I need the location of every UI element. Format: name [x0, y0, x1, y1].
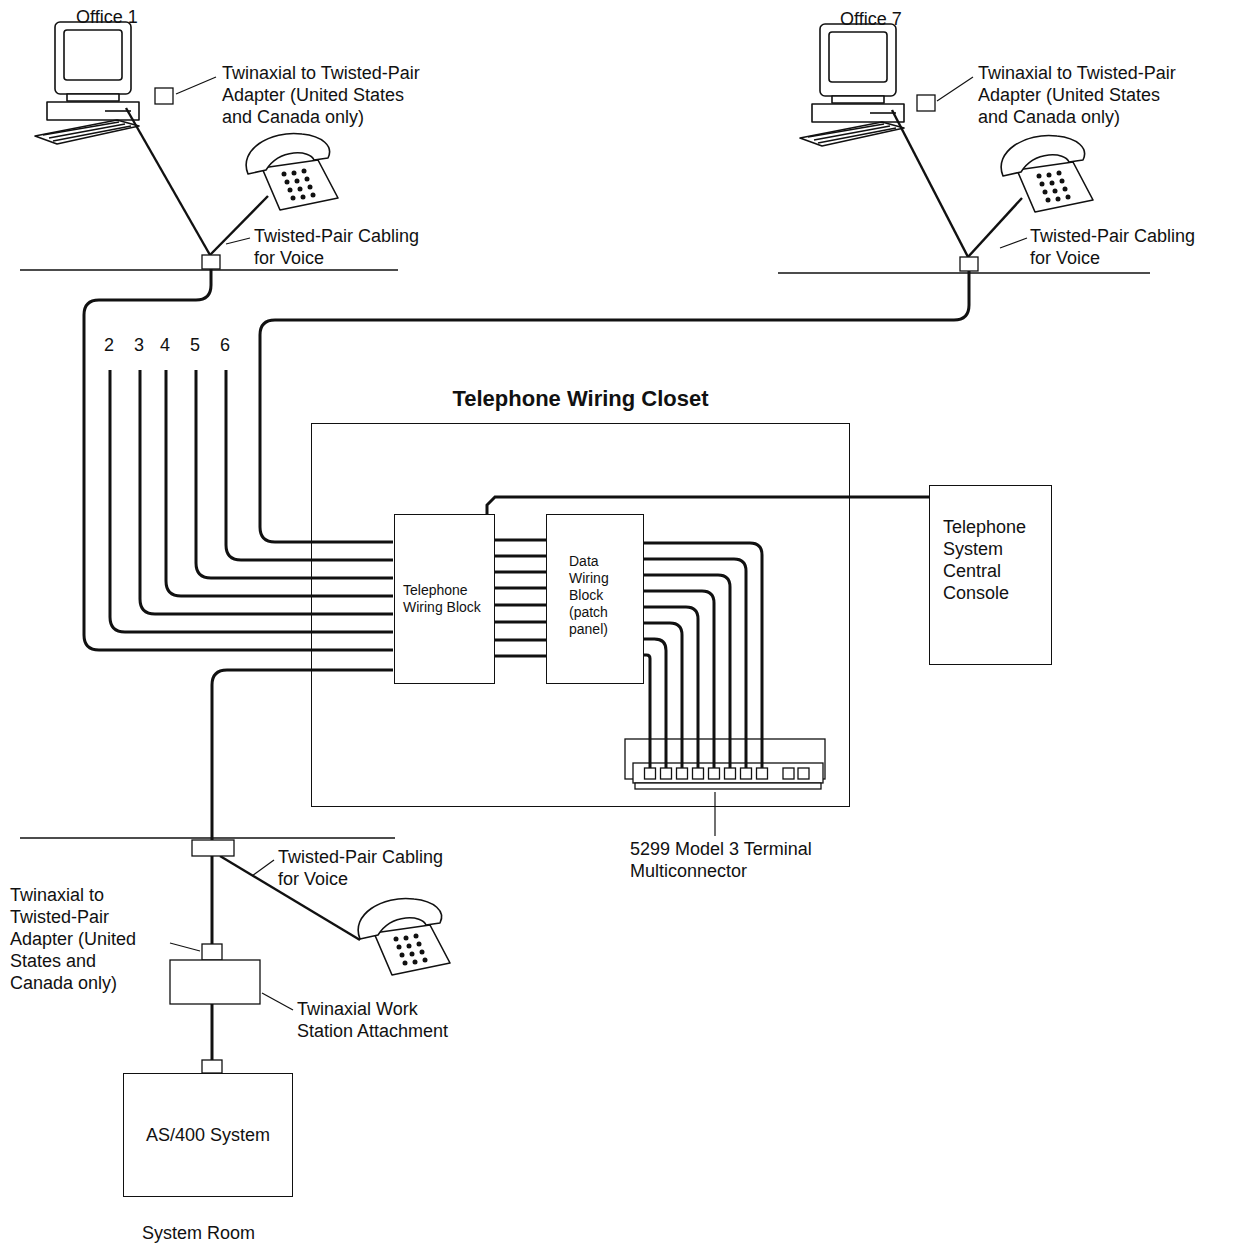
workstation-attachment	[170, 960, 260, 1004]
callout-label: Twinaxial to Twisted-Pair Adapter (Unite…	[10, 884, 145, 994]
multiconnector-ports	[645, 768, 768, 779]
callout-label: Twisted-Pair Cabling for Voice	[1030, 225, 1210, 269]
telephone-wiring-block: Telephone Wiring Block	[394, 514, 495, 684]
callout-number: 2	[104, 334, 124, 356]
patch-cable	[643, 559, 746, 768]
callout-label: 5299 Model 3 Terminal Multiconnector	[630, 838, 870, 882]
port	[757, 768, 768, 779]
port	[661, 768, 672, 779]
callout-number: 4	[160, 334, 180, 356]
patch-cable	[643, 639, 666, 768]
node-text: AS/400 System	[132, 1124, 284, 1146]
patch-cable	[643, 575, 730, 768]
callout-label: System Room	[142, 1222, 282, 1244]
connector-box	[170, 840, 260, 1073]
telephone	[246, 133, 338, 210]
node-body: Telephone Wiring Block	[395, 515, 494, 683]
port	[725, 768, 736, 779]
data-wiring-block: Data Wiring Block (patch panel)	[546, 514, 644, 684]
callout-label: Twinaxial to Twisted-Pair Adapter (Unite…	[222, 62, 436, 128]
telephone	[358, 898, 450, 975]
wire	[495, 539, 546, 542]
wire	[495, 639, 546, 642]
wire	[487, 497, 929, 514]
callout-label: Twisted-Pair Cabling for Voice	[254, 225, 434, 269]
wire	[495, 587, 546, 590]
callout-label: Twinaxial to Twisted-Pair Adapter (Unite…	[978, 62, 1192, 128]
callout-label: Twinaxial Work Station Attachment	[297, 998, 477, 1042]
node-text: Data Wiring Block (patch panel)	[569, 553, 623, 638]
callout-number: 5	[190, 334, 210, 356]
callout-number: 3	[134, 334, 154, 356]
patch-cable	[643, 591, 714, 768]
port	[693, 768, 704, 779]
telephone	[1001, 135, 1093, 212]
port	[677, 768, 688, 779]
computer	[800, 24, 904, 146]
node-text: Telephone Wiring Block	[403, 582, 486, 616]
wire	[495, 655, 546, 658]
node-body: Data Wiring Block (patch panel)	[547, 515, 643, 683]
port	[709, 768, 720, 779]
callout-label: Office 7	[840, 8, 960, 30]
patch-cable	[643, 543, 762, 768]
wire	[495, 621, 546, 624]
node-body: Telephone System Central Console	[930, 486, 1051, 664]
port	[741, 768, 752, 779]
patch-cable	[643, 623, 682, 768]
wiring-closet: Telephone Wiring ClosetTelephone Wiring …	[311, 423, 850, 807]
system-box: AS/400 System	[123, 1073, 293, 1197]
cord	[126, 108, 1022, 940]
leader-line	[170, 77, 1027, 1010]
cable	[84, 269, 969, 1060]
closet-heading: Telephone Wiring Closet	[272, 386, 889, 412]
callout-number: 6	[220, 334, 240, 356]
callout-label: Office 1	[76, 6, 196, 28]
patch-cable	[643, 607, 698, 768]
multiconnector	[625, 739, 825, 789]
wire	[495, 571, 546, 574]
node-text: Telephone System Central Console	[943, 516, 1041, 604]
wire	[495, 555, 546, 558]
port	[645, 768, 656, 779]
patch-cable	[643, 543, 762, 768]
callout-label: Twisted-Pair Cabling for Voice	[278, 846, 458, 890]
central-console: Telephone System Central Console	[929, 485, 1052, 665]
computer	[35, 22, 139, 144]
wire	[495, 604, 546, 607]
floor-line	[20, 270, 1150, 838]
node-body: AS/400 System	[124, 1074, 292, 1196]
patch-cable	[643, 655, 650, 768]
